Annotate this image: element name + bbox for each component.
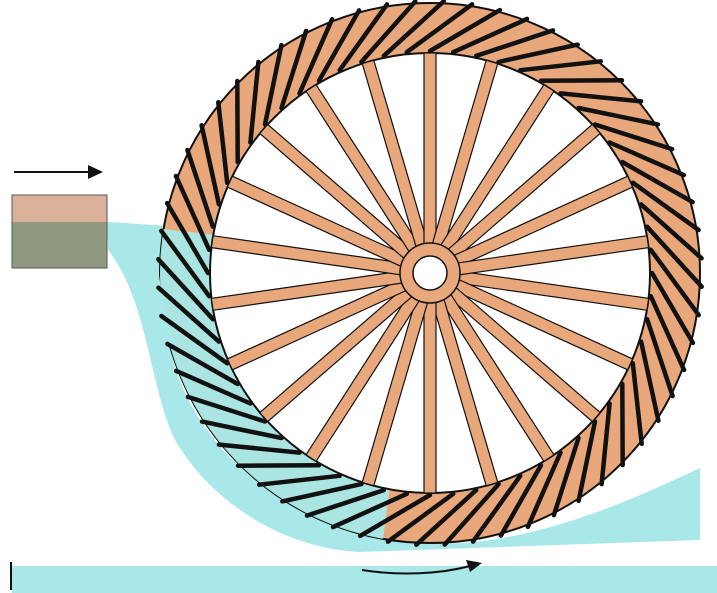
paddle-blade bbox=[359, 0, 418, 65]
paddle-blade bbox=[256, 473, 342, 487]
flow-arrow bbox=[14, 165, 103, 179]
paddle-blade bbox=[648, 293, 687, 373]
paddle-blade bbox=[644, 224, 704, 289]
paddle-blade bbox=[173, 173, 212, 253]
paddle-blade bbox=[599, 401, 612, 487]
wheel-hub bbox=[399, 242, 461, 304]
paddle-blade bbox=[470, 473, 523, 544]
paddle-blade bbox=[185, 394, 268, 424]
paddle-blade bbox=[280, 481, 364, 504]
paddle-blade bbox=[525, 450, 563, 530]
paddle-blade bbox=[159, 228, 212, 299]
paddle-blade bbox=[450, 16, 530, 55]
paddle-blade bbox=[558, 91, 644, 104]
paddle-blade bbox=[638, 202, 704, 261]
paddle-blade bbox=[199, 419, 284, 441]
flume bbox=[11, 194, 108, 269]
paddle-blade bbox=[216, 99, 230, 185]
paddle-blade bbox=[630, 361, 644, 447]
paddle-blade bbox=[551, 435, 581, 518]
paddle-blade bbox=[607, 140, 687, 178]
paddle-blade bbox=[638, 339, 661, 423]
wheel-spoke bbox=[423, 52, 437, 254]
paddle-blade bbox=[498, 463, 544, 538]
paddle-blade bbox=[427, 7, 503, 54]
paddle-blade bbox=[576, 105, 661, 127]
paddle-blade bbox=[304, 487, 387, 518]
paddle-blade bbox=[630, 180, 701, 233]
paddle-blade bbox=[644, 316, 675, 399]
paddle-blade bbox=[357, 492, 433, 539]
paddle-blade bbox=[473, 28, 556, 59]
paddle-blade bbox=[496, 42, 580, 65]
paddle-blade bbox=[279, 28, 309, 111]
wheel-spoke bbox=[423, 292, 437, 494]
paddle-blade bbox=[648, 247, 701, 318]
paddle-blade bbox=[173, 368, 253, 406]
paddle-blade bbox=[404, 2, 475, 55]
paddle-blade bbox=[159, 313, 230, 366]
paddle-blade bbox=[620, 159, 695, 205]
paddle-blade bbox=[156, 285, 222, 344]
paddle-blade bbox=[185, 147, 216, 230]
paddle-blade bbox=[442, 481, 501, 547]
paddle-blade bbox=[576, 419, 598, 504]
paddle-blade bbox=[316, 8, 362, 83]
paddle-blade bbox=[330, 491, 410, 530]
paddle-blade bbox=[165, 341, 240, 387]
paddle-blade bbox=[164, 200, 211, 276]
paddle-blade bbox=[649, 270, 696, 346]
paddle-blade bbox=[385, 491, 456, 544]
paddle-blade bbox=[216, 442, 302, 455]
paddle-blade bbox=[414, 487, 479, 547]
paddle-blade bbox=[518, 59, 604, 73]
paddle-blade bbox=[199, 123, 222, 207]
paddle-blade bbox=[592, 122, 675, 152]
wheel-paddles bbox=[156, 0, 704, 547]
paddle-blade bbox=[337, 2, 390, 73]
rotation-arrow bbox=[361, 560, 482, 575]
tailwater-left-post bbox=[10, 562, 12, 590]
paddle-blade bbox=[156, 257, 216, 322]
paddle-blade bbox=[262, 42, 284, 127]
paddle-blade bbox=[381, 0, 446, 59]
paddle-blade bbox=[297, 16, 335, 96]
paddle-blade bbox=[248, 59, 261, 145]
